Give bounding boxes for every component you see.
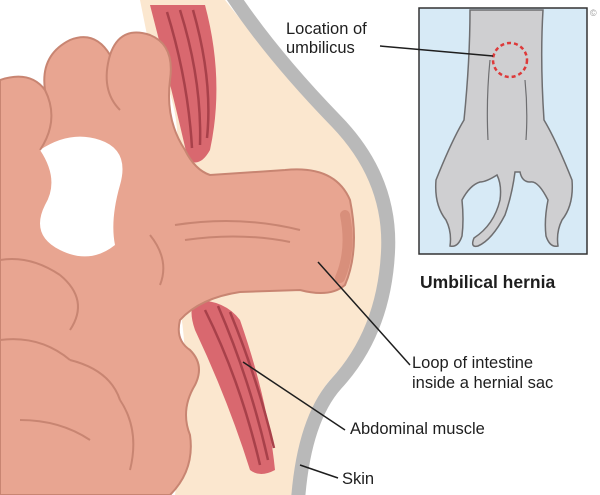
upper-muscle-fiber [178, 9, 202, 146]
label-umbilicus-line-1: Location of [286, 20, 367, 38]
leader-line-umbilicus [379, 45, 494, 57]
leader-line-skin [299, 464, 339, 479]
dashed-circle-icon [491, 41, 529, 79]
upper-muscle-fiber [165, 11, 194, 149]
label-abdominal-muscle: Abdominal muscle [350, 420, 485, 438]
lower-muscle-fiber [203, 309, 262, 466]
intestine-fold [0, 258, 61, 276]
leader-line-muscle [242, 361, 346, 431]
intestine-fold [69, 359, 121, 401]
intestine-fold [149, 234, 165, 286]
intestine-fold [59, 274, 79, 331]
intestine-fold [0, 338, 71, 361]
label-intestine-line-1: Loop of intestine [412, 354, 534, 372]
intestine-fold [174, 220, 301, 231]
inset-title: Umbilical hernia [420, 272, 556, 292]
label-umbilicus-line-2: umbilicus [286, 39, 355, 57]
cat-illustration [434, 9, 574, 248]
intestine-fold [19, 419, 91, 441]
label-intestine-line-2: inside a hernial sac [412, 374, 554, 392]
lower-muscle-fiber [228, 311, 276, 449]
hernial-loop-highlight [335, 210, 353, 283]
lower-muscle-fiber [216, 305, 270, 461]
lower-abdominal-muscle [191, 300, 275, 474]
upper-muscle-fiber [191, 9, 210, 139]
intestine-inner-gap [40, 136, 123, 257]
intestine-fold [105, 54, 121, 111]
intestine-fold [39, 89, 53, 151]
copyright-mark: © [590, 8, 597, 18]
skin-outline [226, 0, 396, 495]
label-skin: Skin [342, 470, 375, 488]
intestine-fold [119, 399, 135, 471]
cat-body-line [486, 59, 491, 141]
intestine-fold [184, 235, 291, 243]
cat-body-line [524, 79, 528, 141]
leader-line-intestine [317, 261, 411, 366]
